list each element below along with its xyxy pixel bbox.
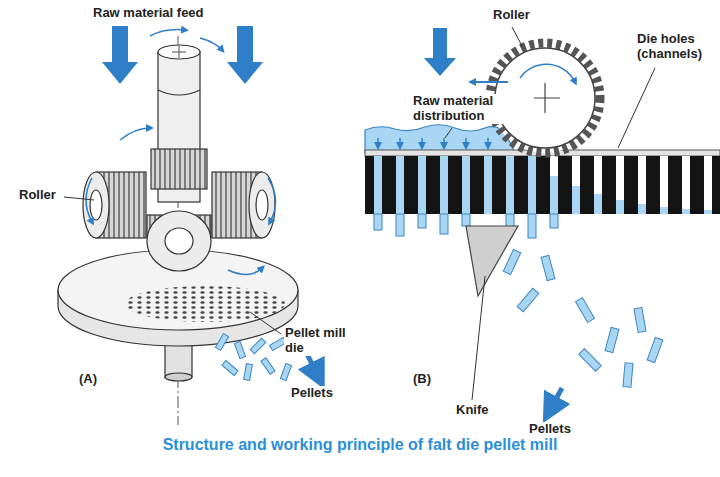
- part-label: Raw material distribution: [412, 94, 534, 124]
- part-label: Die holes (channels): [636, 32, 714, 62]
- feed-label: Raw material feed: [92, 6, 205, 21]
- part-label: Roller: [18, 188, 57, 203]
- part-label: Pellet mill die: [284, 326, 348, 356]
- view-label: (A): [78, 372, 98, 387]
- output-label: Pellets: [290, 386, 334, 401]
- caption: Structure and working principle of falt …: [163, 436, 558, 454]
- output-label: Pellets: [528, 422, 572, 437]
- view-label: (B): [412, 372, 432, 387]
- part-label: Knife: [455, 403, 490, 418]
- part-label: Roller: [492, 8, 531, 23]
